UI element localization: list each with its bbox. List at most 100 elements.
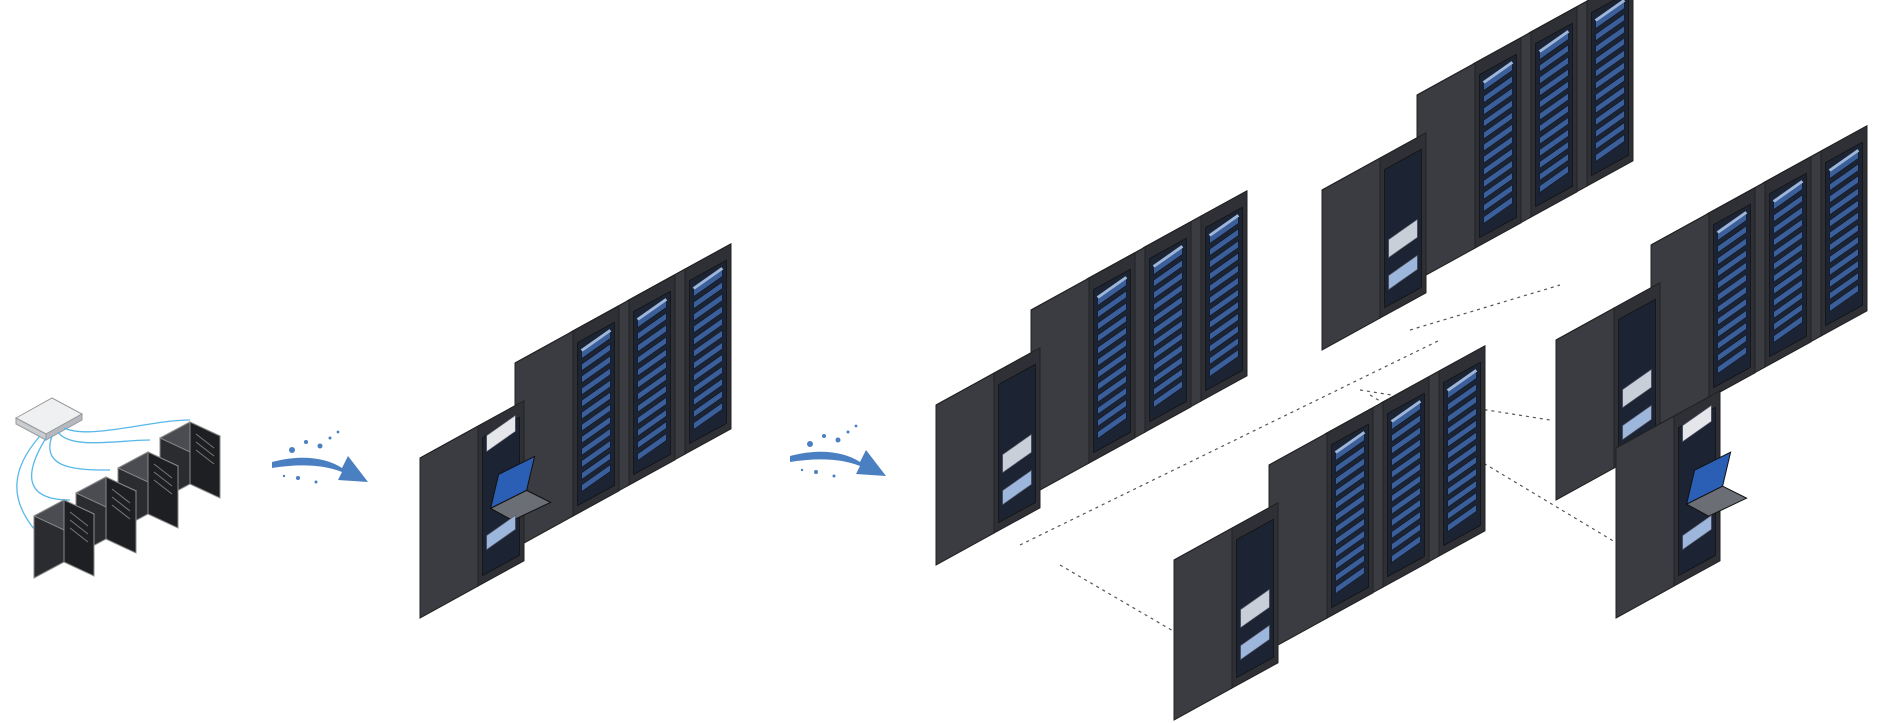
stage-desktop-towers bbox=[14, 397, 222, 579]
network-cable bbox=[57, 431, 151, 444]
rack-server-unit bbox=[1595, 49, 1625, 78]
rack-server-unit bbox=[693, 341, 723, 370]
rack-server-unit bbox=[1153, 307, 1183, 336]
network-cable bbox=[49, 435, 111, 471]
rack-server-unit bbox=[1539, 68, 1569, 97]
rack-server-unit bbox=[1209, 300, 1239, 329]
open-rack bbox=[1321, 131, 1427, 351]
rack-group-bottom bbox=[1173, 344, 1486, 721]
rack-server-unit bbox=[637, 421, 667, 450]
rack-server-unit bbox=[693, 293, 723, 322]
server-rack bbox=[1650, 186, 1756, 431]
rack-status-strip bbox=[1828, 149, 1860, 172]
rack-server-unit bbox=[1717, 346, 1747, 375]
splash-arrow-icon bbox=[272, 430, 368, 484]
network-cable bbox=[30, 437, 71, 501]
rack-status-strip bbox=[1446, 369, 1478, 392]
rack-status-strip bbox=[1208, 214, 1240, 237]
drive-bay bbox=[153, 471, 173, 487]
rack-server-unit bbox=[1773, 315, 1803, 344]
rack-server-unit bbox=[1539, 165, 1569, 194]
splash-drop bbox=[282, 474, 286, 478]
rack-server-unit bbox=[581, 379, 611, 408]
network-cable bbox=[16, 435, 41, 531]
rack-device bbox=[1622, 368, 1652, 409]
kvm-keyboard bbox=[1685, 485, 1748, 517]
rack-status-strip bbox=[1772, 180, 1804, 203]
rack-server-unit bbox=[1483, 184, 1513, 213]
rack-status-strip bbox=[1152, 245, 1184, 268]
network-link bbox=[1019, 339, 1441, 546]
rack-server-unit bbox=[1483, 171, 1513, 200]
rack-server-unit bbox=[1773, 230, 1803, 259]
rack-server-unit bbox=[1829, 247, 1859, 276]
kvm-keyboard bbox=[489, 489, 552, 521]
rack-server-unit bbox=[1209, 312, 1239, 341]
rack-server-unit bbox=[1391, 523, 1421, 552]
rack-server-unit bbox=[1335, 469, 1365, 498]
rack-server-unit bbox=[1153, 355, 1183, 384]
rack-server-unit bbox=[637, 433, 667, 462]
rack-server-unit bbox=[1097, 302, 1127, 331]
rack-server-unit bbox=[693, 377, 723, 406]
rack-device bbox=[1622, 404, 1652, 441]
rack-server-unit bbox=[1483, 87, 1513, 116]
open-rack bbox=[1173, 501, 1279, 721]
rack-side-face bbox=[1173, 527, 1233, 721]
splash-drop bbox=[336, 430, 340, 434]
rack-server-unit bbox=[1595, 25, 1625, 54]
rack-server-unit bbox=[693, 281, 723, 310]
rack-server-unit bbox=[1447, 504, 1477, 533]
rack-server-unit bbox=[1773, 266, 1803, 295]
rack-server-unit bbox=[1447, 431, 1477, 460]
splash-drop bbox=[800, 468, 804, 472]
rack-server-unit bbox=[1539, 56, 1569, 85]
rack-status-strip bbox=[636, 298, 668, 321]
splash-drop bbox=[854, 424, 858, 428]
rack-server-unit bbox=[693, 317, 723, 346]
rack-server-unit bbox=[637, 408, 667, 437]
rack-device bbox=[1388, 218, 1418, 259]
rack-server-unit bbox=[1209, 337, 1239, 366]
rack-server-unit bbox=[1391, 498, 1421, 527]
network-cable bbox=[63, 419, 191, 433]
kvm-rack bbox=[1615, 389, 1748, 619]
rack-server-unit bbox=[1829, 163, 1859, 192]
rack-server-unit bbox=[1097, 374, 1127, 403]
rack-server-unit bbox=[1829, 272, 1859, 301]
rack-side-face bbox=[1615, 415, 1675, 619]
rack-server-unit bbox=[1773, 290, 1803, 319]
rack-server-unit bbox=[1097, 290, 1127, 319]
rack-server-unit bbox=[1335, 505, 1365, 534]
rack-server-unit bbox=[1773, 218, 1803, 247]
rack-status-strip bbox=[580, 329, 612, 352]
rack-server-unit bbox=[1483, 111, 1513, 140]
rack-server-unit bbox=[1483, 196, 1513, 225]
rack-device bbox=[486, 514, 516, 551]
rack-server-unit bbox=[1483, 147, 1513, 176]
rack-server-unit bbox=[693, 305, 723, 334]
rack-server-unit bbox=[581, 452, 611, 481]
rack-device bbox=[1240, 588, 1270, 629]
rack-server-unit bbox=[1447, 407, 1477, 436]
rack-status-strip bbox=[1538, 30, 1570, 53]
rack-group-left bbox=[935, 189, 1248, 566]
splash-drop bbox=[328, 436, 332, 440]
rack-server-unit bbox=[1539, 80, 1569, 109]
rack-side-face bbox=[419, 425, 479, 619]
rack-server-unit bbox=[1773, 303, 1803, 332]
drive-bay bbox=[153, 479, 173, 495]
network-cables bbox=[16, 419, 191, 531]
splash-arrow-icon bbox=[790, 424, 886, 478]
splash-drop bbox=[835, 437, 841, 443]
rack-server-unit bbox=[1829, 199, 1859, 228]
server-rack bbox=[1416, 36, 1522, 281]
rack-server-unit bbox=[1335, 481, 1365, 510]
rack-server-unit bbox=[637, 336, 667, 365]
server-rack bbox=[1030, 251, 1136, 496]
rack-server-unit bbox=[581, 464, 611, 493]
rack-server-unit bbox=[1447, 443, 1477, 472]
rack-server-unit bbox=[1595, 37, 1625, 66]
network-connectors bbox=[1019, 284, 1621, 636]
rack-server-unit bbox=[637, 396, 667, 425]
